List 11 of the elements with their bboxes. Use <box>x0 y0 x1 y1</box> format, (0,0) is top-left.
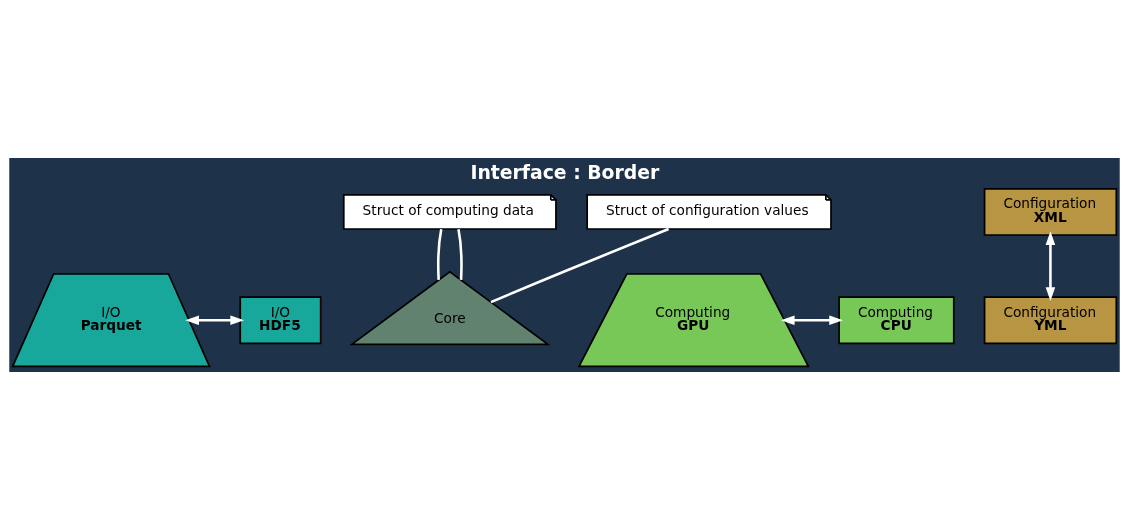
node-box: Configuration YML <box>983 296 1118 345</box>
connector <box>437 228 443 280</box>
arrow <box>185 315 245 325</box>
node-box: Configuration XML <box>983 187 1118 236</box>
node-box: Computing CPU <box>838 296 955 345</box>
arrow <box>1045 231 1056 301</box>
diagram-title: Interface : Border <box>470 162 660 184</box>
connector <box>490 227 670 304</box>
connector <box>457 228 463 280</box>
arrow <box>780 315 843 325</box>
node-box: I/O HDF5 <box>239 296 322 345</box>
